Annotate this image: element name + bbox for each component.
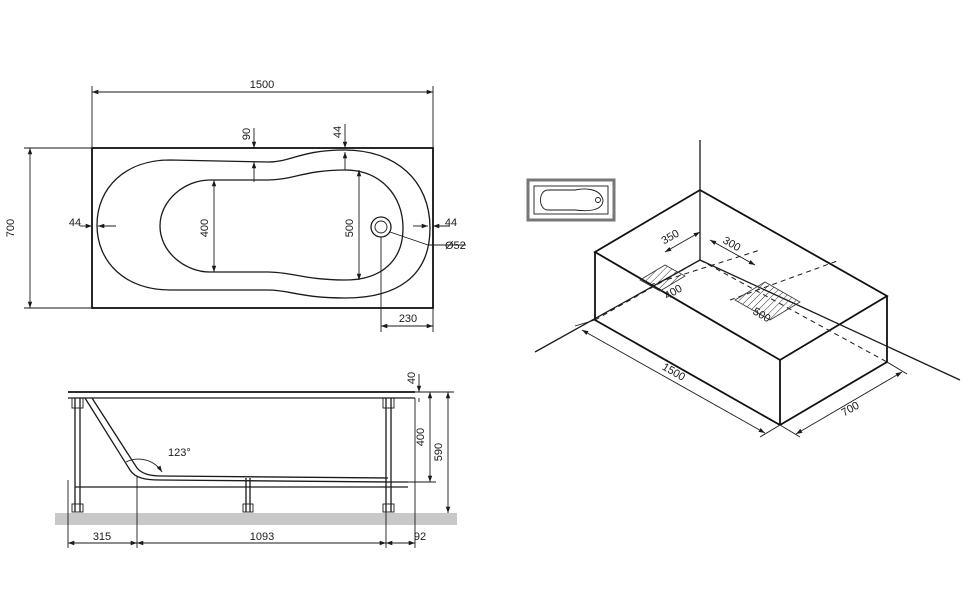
left-offset-label: 315 <box>93 531 111 543</box>
top-view: 1500 700 90 44 44 44 400 500 Ø52 <box>5 79 466 332</box>
service-zone-b <box>734 281 801 321</box>
drain-inner <box>374 220 388 234</box>
iso-width-label: 700 <box>840 400 862 420</box>
bathtub-outline-top <box>91 147 434 309</box>
rim-right-top-label: 44 <box>332 126 344 138</box>
drain-offset-label: 230 <box>399 313 417 325</box>
top-length-label: 1500 <box>250 79 274 91</box>
inner-wide-label: 500 <box>344 219 356 237</box>
drain-outer <box>370 216 392 238</box>
inner-narrow-label: 400 <box>199 219 211 237</box>
drain-diameter-label: Ø52 <box>445 240 466 252</box>
iso-wall-b-label: 300 <box>721 235 743 255</box>
tub-profile <box>84 397 408 483</box>
floor <box>55 513 457 525</box>
rim-height-label: 40 <box>406 372 418 384</box>
leg-span-label: 1093 <box>250 531 274 543</box>
angle-arc <box>125 458 163 473</box>
right-offset-label: 92 <box>414 531 426 543</box>
basin-outer-contour <box>96 149 431 299</box>
inner-depth-label: 400 <box>415 428 427 446</box>
bathtub-thumbnail <box>526 178 616 222</box>
box-top <box>593 188 889 362</box>
side-view: 123° 40 400 590 315 1093 92 <box>55 372 457 548</box>
rim-top-label: 90 <box>241 128 253 140</box>
total-height-label: 590 <box>433 443 445 461</box>
rim-left-label: 44 <box>69 217 81 229</box>
iso-length-label: 1500 <box>660 361 687 384</box>
angle-label: 123° <box>168 447 191 459</box>
service-zone-a <box>639 264 686 292</box>
rim-right-label: 44 <box>445 217 457 229</box>
top-width-label: 700 <box>5 219 17 237</box>
isometric-view: 350 300 400 500 1500 700 <box>526 140 961 438</box>
basin-inner-contour <box>159 169 404 281</box>
